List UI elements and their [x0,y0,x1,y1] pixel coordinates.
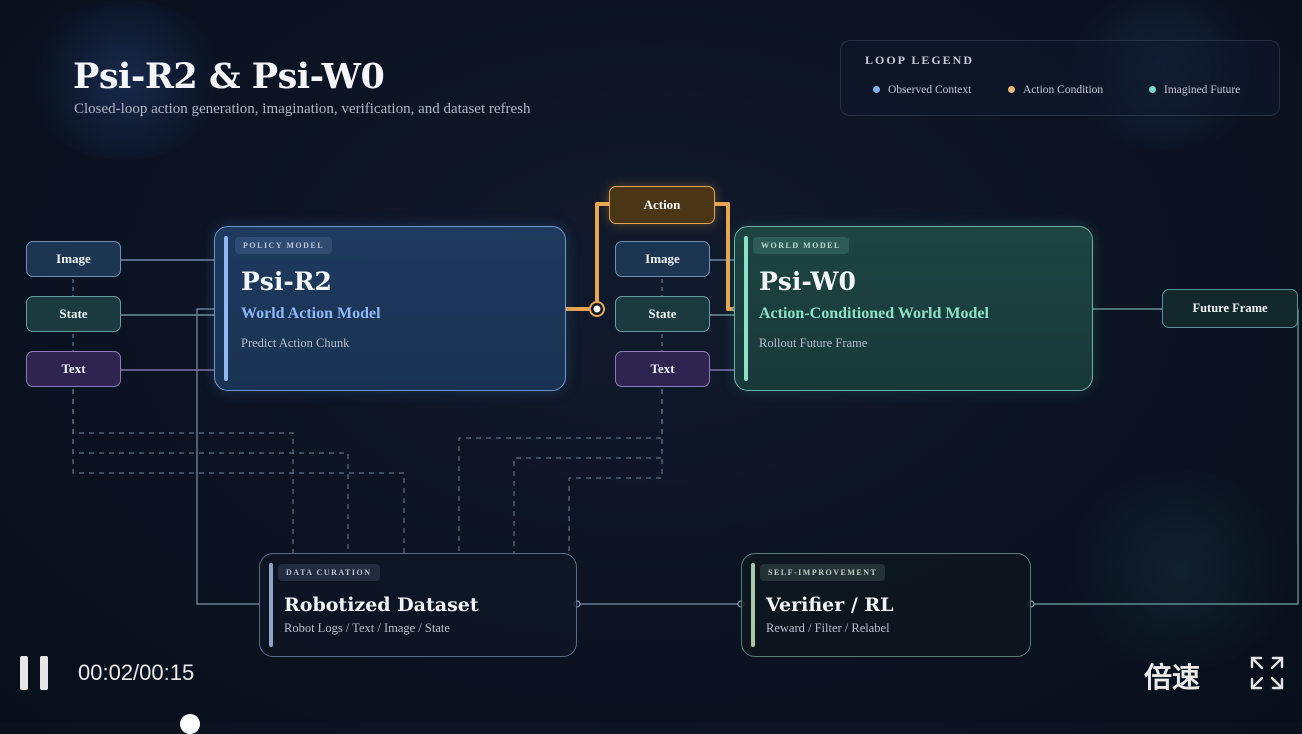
pause-icon [40,656,48,690]
world-accent-bar [744,236,748,381]
page-subtitle: Closed-loop action generation, imaginati… [74,101,531,117]
pause-button[interactable] [20,656,50,690]
playback-speed-button[interactable]: 倍速 [1144,661,1201,694]
feedback-loop [1031,309,1299,605]
action-dot-icon [1008,85,1015,93]
legend-item-observed: Observed Context [873,84,971,96]
input-image-chip: Image [26,241,121,277]
policy-tag: POLICY MODEL [235,237,333,254]
action-path [714,202,734,311]
verifier-card: SELF-IMPROVEMENT Verifier / RL Reward / … [741,553,1031,657]
loop-legend: LOOP LEGEND Observed Context Action Cond… [840,40,1280,116]
dataset-tag: DATA CURATION [278,564,380,581]
fullscreen-icon[interactable] [1250,656,1284,690]
policy-desc: Predict Action Chunk [241,336,350,350]
input-state-chip: State [26,296,121,332]
world-model-card: WORLD MODEL Psi-W0 Action-Conditioned Wo… [734,226,1093,391]
imagined-dot-icon [1149,85,1156,93]
verifier-tag: SELF-IMPROVEMENT [760,564,886,581]
dataset-dashed-links [72,389,663,553]
verifier-desc: Reward / Filter / Relabel [766,621,890,635]
future-frame-chip: Future Frame [1162,289,1298,328]
mid-state-chip: State [615,296,710,332]
policy-model-card: POLICY MODEL Psi-R2 World Action Model P… [214,226,566,391]
world-name: Psi-W0 [759,267,856,296]
legend-title: LOOP LEGEND [865,53,975,67]
dataset-card: DATA CURATION Robotized Dataset Robot Lo… [259,553,577,657]
world-desc: Rollout Future Frame [759,336,868,350]
legend-item-action: Action Condition [1008,84,1103,96]
page-title: Psi-R2 & Psi-W0 [73,56,385,97]
observed-dot-icon [873,85,880,93]
playback-time: 00:02/00:15 [78,660,195,685]
dataset-desc: Robot Logs / Text / Image / State [284,621,450,635]
input-text-chip: Text [26,351,121,387]
world-tag: WORLD MODEL [753,237,849,254]
progress-slider-knob[interactable] [180,714,200,734]
verifier-name: Verifier / RL [766,594,894,616]
mid-text-chip: Text [615,351,710,387]
dataset-accent-bar [269,563,273,647]
mid-image-chip: Image [615,241,710,277]
verifier-accent-bar [751,563,755,647]
world-role: Action-Conditioned World Model [759,305,989,322]
policy-accent-bar [224,236,228,381]
connector-dataset-policy [196,308,259,605]
video-player-controls: 00:02/00:15 倍速 [0,640,1302,734]
dataset-name: Robotized Dataset [284,594,479,616]
policy-name: Psi-R2 [241,267,332,296]
action-path [566,202,610,311]
legend-item-imagined: Imagined Future [1149,84,1240,96]
action-chip: Action [609,186,715,224]
policy-role: World Action Model [241,305,381,322]
pause-icon [20,656,28,690]
